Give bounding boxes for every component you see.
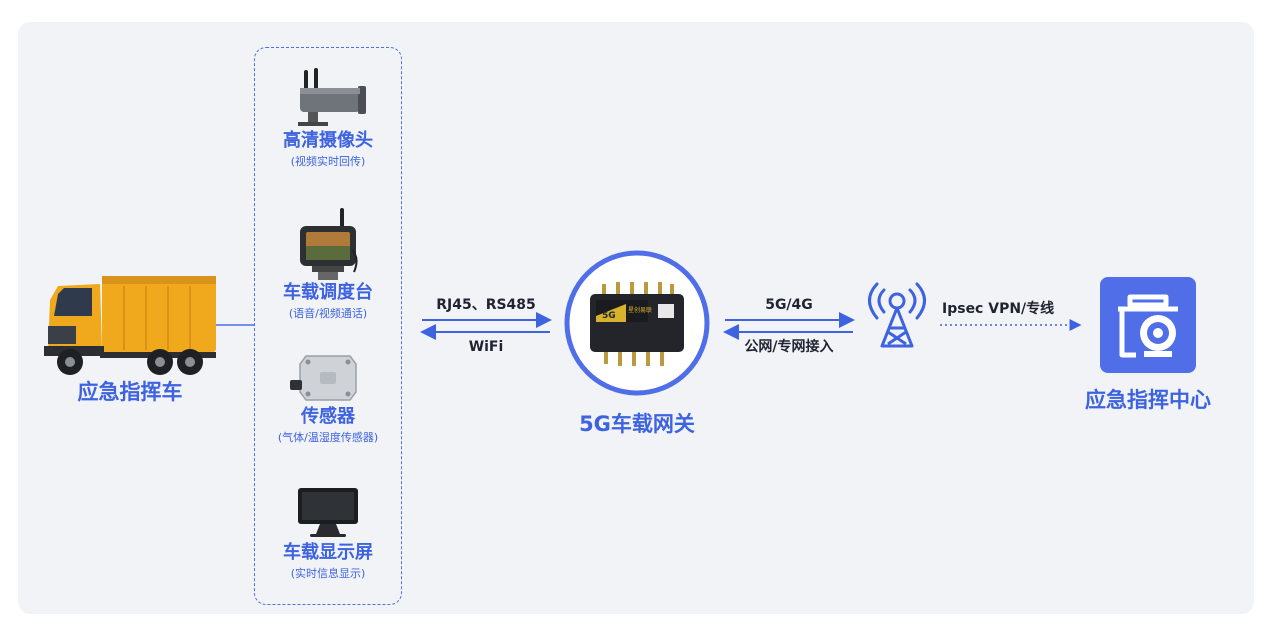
gateway-label: 5G车载网关 [579,412,695,436]
device-subtitle: (实时信息显示) [290,567,366,580]
device-subtitle: (视频实时回传) [290,155,366,168]
device-subtitle: (气体/温湿度传感器) [277,431,379,444]
device-subtitle: (语音/视频通话) [288,307,368,320]
vehicle-label: 应急指挥车 [77,380,183,404]
device-title: 车载显示屏 [283,542,373,563]
local-link-top-label: RJ45、RS485 [436,297,536,313]
truck-icon [44,276,216,375]
command-center-label: 应急指挥中心 [1085,388,1211,412]
gateway-device-icon: 5G 星创易联 [564,250,710,396]
device-monitor: 车载显示屏 (实时信息显示) [254,486,402,582]
gateway-device-brand: 星创易联 [628,306,652,314]
vpn-link-label: Ipsec VPN/专线 [942,301,1055,317]
device-title: 高清摄像头 [283,130,373,151]
device-sensor: 传感器 (气体/温湿度传感器) [254,350,402,446]
device-camera: 高清摄像头 (视频实时回传) [254,66,402,170]
monitor-icon [298,488,358,537]
wan-link-bottom-label: 公网/专网接入 [744,339,834,355]
sensor-icon [290,355,357,401]
devices-group [254,47,402,605]
device-title: 车载调度台 [283,282,373,303]
wan-link-top-label: 5G/4G [765,297,813,313]
command-center-icon [1100,277,1196,373]
signal-tower-icon [868,282,926,348]
camera-icon [298,68,366,126]
gateway-device-text: 5G [602,311,616,321]
local-link-bottom-label: WiFi [468,339,504,355]
device-dispatch: 车载调度台 (语音/视频通话) [254,206,402,322]
dispatch-terminal-icon [300,208,358,280]
device-title: 传感器 [301,406,355,427]
